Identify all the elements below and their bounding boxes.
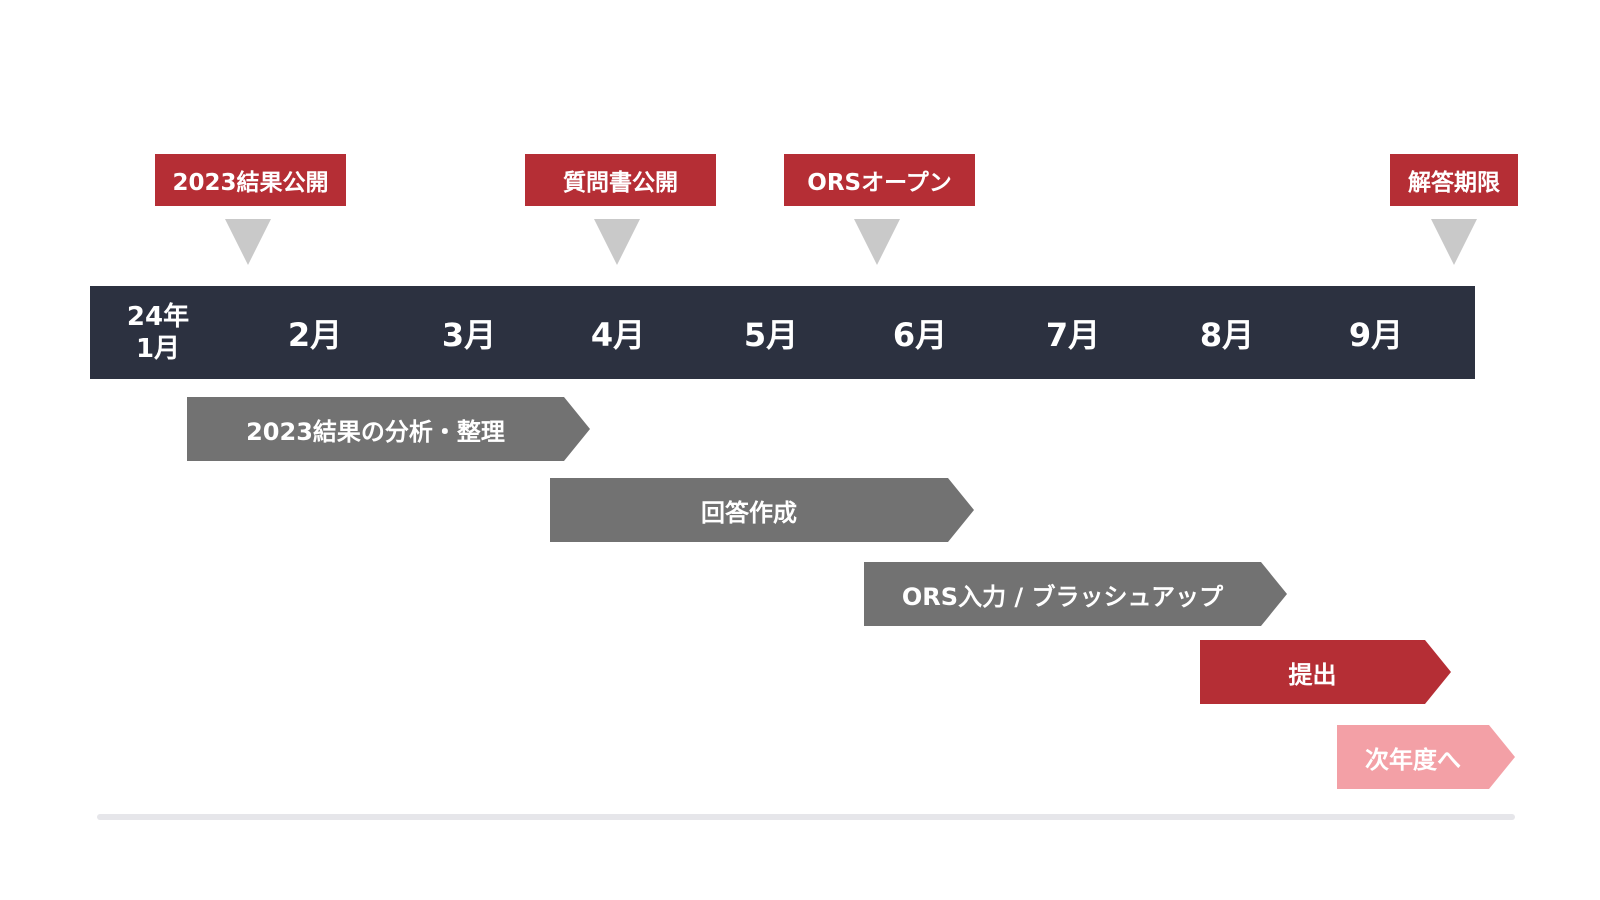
task-submission: 提出 <box>1200 640 1451 704</box>
timeline-bar: 24年 1月 2月 3月 4月 5月 6月 7月 8月 9月 <box>90 286 1475 379</box>
milestone-label-questionnaire: 質問書公開 <box>525 154 716 206</box>
month-label-aug: 8月 <box>1199 315 1255 354</box>
month-year-label: 24年 <box>126 301 190 332</box>
baseline-divider <box>97 814 1515 820</box>
milestone-label-2023-results: 2023結果公開 <box>155 154 346 206</box>
month-label-may: 5月 <box>743 315 799 354</box>
month-label-apr: 4月 <box>590 315 646 354</box>
task-ors-input: ORS入力 / ブラッシュアップ <box>864 562 1287 626</box>
month-label-sep: 9月 <box>1348 315 1404 354</box>
month-first-label: 1月 <box>135 333 181 364</box>
task-analysis: 2023結果の分析・整理 <box>187 397 590 461</box>
month-label-jan: 24年 1月 <box>93 286 223 379</box>
milestone-label-deadline: 解答期限 <box>1390 154 1518 206</box>
month-label-jul: 7月 <box>1045 315 1101 354</box>
milestone-marker-2023-results <box>225 219 271 265</box>
month-label-jun: 6月 <box>892 315 948 354</box>
task-answer-creation: 回答作成 <box>550 478 974 542</box>
milestone-marker-deadline <box>1431 219 1477 265</box>
month-label-feb: 2月 <box>287 315 343 354</box>
milestone-marker-questionnaire <box>594 219 640 265</box>
month-label-mar: 3月 <box>441 315 497 354</box>
task-next-year: 次年度へ <box>1337 725 1515 789</box>
milestone-marker-ors-open <box>854 219 900 265</box>
milestone-label-ors-open: ORSオープン <box>784 154 975 206</box>
